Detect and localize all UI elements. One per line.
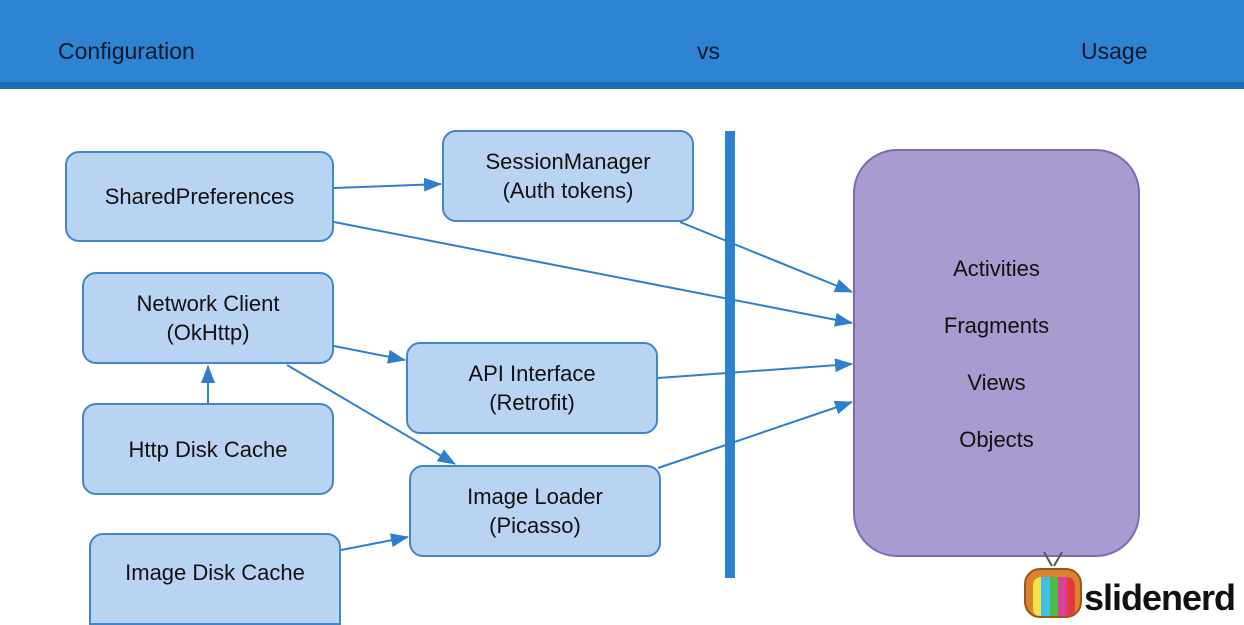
- image-loader-label: Image Loader: [467, 484, 603, 509]
- header-vs: vs: [697, 38, 720, 64]
- header-configuration: Configuration: [58, 38, 195, 64]
- network-client-label: Network Client: [136, 291, 280, 316]
- usage-item-views: Views: [967, 370, 1026, 395]
- arrow-prefs-to-session: [333, 177, 442, 192]
- node-image-loader: Image Loader (Picasso): [409, 465, 661, 557]
- logo-text: slidenerd: [1084, 577, 1236, 618]
- node-network-client: Network Client (OkHttp): [82, 272, 334, 364]
- arrow-loader-to-usage: [657, 400, 853, 469]
- node-http-disk-cache: Http Disk Cache: [82, 403, 334, 495]
- usage-item-objects: Objects: [959, 427, 1034, 452]
- api-interface-sublabel: (Retrofit): [489, 390, 575, 415]
- arrow-session-to-usage: [679, 221, 853, 293]
- image-disk-cache-label: Image Disk Cache: [125, 559, 305, 585]
- node-api-interface: API Interface (Retrofit): [406, 342, 658, 434]
- network-client-sublabel: (OkHttp): [166, 320, 250, 345]
- image-loader-sublabel: (Picasso): [489, 513, 581, 538]
- shared-preferences-label: SharedPreferences: [104, 184, 295, 209]
- header-bar: Configuration vs Usage: [0, 0, 1244, 89]
- usage-box: Activities Fragments Views Objects: [853, 149, 1140, 557]
- node-shared-preferences: SharedPreferences: [65, 151, 334, 242]
- http-disk-cache-label: Http Disk Cache: [128, 436, 288, 462]
- session-manager-label: SessionManager: [485, 149, 651, 174]
- slidenerd-logo: slidenerd: [1022, 552, 1244, 618]
- usage-item-activities: Activities: [953, 256, 1040, 281]
- usage-item-fragments: Fragments: [943, 313, 1050, 338]
- dependency-arrows: [201, 177, 853, 551]
- node-image-disk-cache: Image Disk Cache: [89, 533, 341, 625]
- api-interface-label: API Interface: [468, 361, 596, 386]
- arrow-api-to-usage: [657, 358, 853, 379]
- session-manager-sublabel: (Auth tokens): [502, 178, 634, 203]
- node-session-manager: SessionManager (Auth tokens): [442, 130, 694, 222]
- arrow-network-to-image-loader: [286, 364, 456, 465]
- arrow-imagecache-to-loader: [340, 533, 409, 551]
- header-usage: Usage: [1081, 38, 1148, 64]
- antenna-icon: [1043, 552, 1063, 567]
- arrow-prefs-to-usage: [333, 221, 853, 327]
- tv-icon: [1024, 568, 1082, 618]
- config-usage-divider: [725, 131, 735, 578]
- arrow-network-to-api: [333, 345, 406, 364]
